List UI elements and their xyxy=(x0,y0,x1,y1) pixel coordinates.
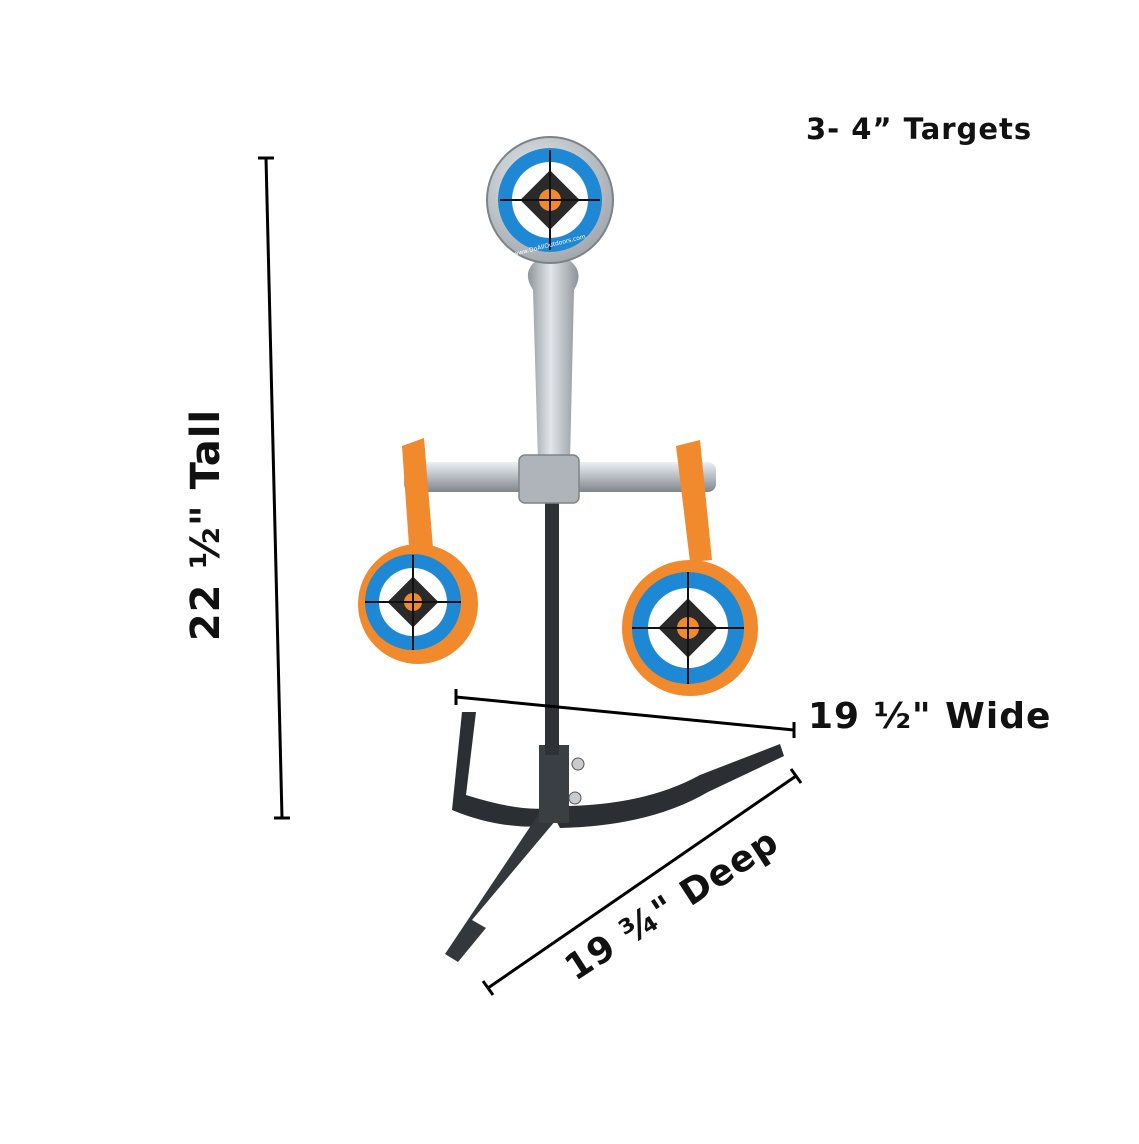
base-front-leg xyxy=(445,812,556,962)
height-dimension-line xyxy=(264,157,284,819)
base-left-leg xyxy=(452,712,548,827)
depth-dimension-line xyxy=(487,774,797,990)
right-target xyxy=(622,440,758,696)
base-bracket xyxy=(539,745,569,823)
targets-count-label: 3- 4” Targets xyxy=(806,112,1033,146)
base-frame xyxy=(445,712,784,962)
top-target: www.DoAllOutdoors.com xyxy=(486,136,614,264)
dimension-lines xyxy=(258,156,803,996)
bolt-upper xyxy=(571,757,585,771)
height-label: 22 ½" Tall xyxy=(183,408,229,642)
bolt-lower xyxy=(568,791,582,805)
hub-collar xyxy=(518,454,580,504)
width-dimension-line xyxy=(455,695,795,732)
base-right-leg xyxy=(548,744,784,828)
width-label: 19 ½" Wide xyxy=(808,696,1052,737)
steel-arm xyxy=(527,258,579,462)
vertical-post xyxy=(545,495,559,755)
left-target xyxy=(358,438,478,664)
